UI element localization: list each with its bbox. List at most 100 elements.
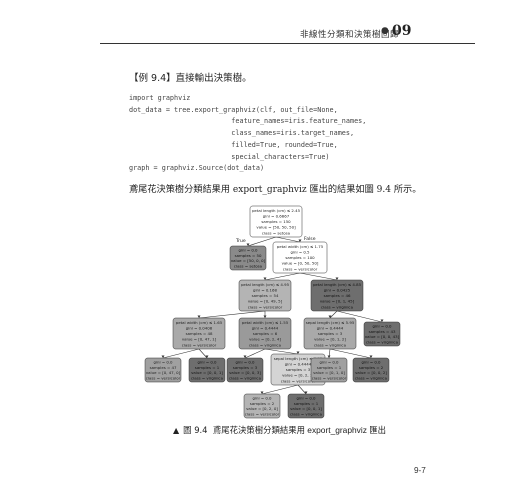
tree-edge-arrowhead xyxy=(328,315,332,318)
tree-node-box xyxy=(249,205,303,238)
tree-edge xyxy=(336,310,383,323)
tree-node-text: class = versicolor xyxy=(245,412,280,417)
caption-label: 圖 9.4 xyxy=(183,425,208,435)
example-bracket-close: 】 xyxy=(166,73,176,84)
tree-node-text: value = [0, 1, 45] xyxy=(320,299,355,304)
tree-node-text: samples = 1 xyxy=(317,365,342,370)
tree-node-box xyxy=(238,279,292,312)
tree-node-text: gini = 0.0 xyxy=(252,395,272,400)
tree-node-box xyxy=(144,357,182,383)
tree-node-text: gini = 0.0 xyxy=(235,359,255,364)
paragraph-latin: export_graphviz xyxy=(230,185,310,195)
tree-node-text: petal length (cm) ≤ 4.95 xyxy=(241,282,290,287)
paragraph-text-middle: 匯出的結果如圖 xyxy=(309,184,374,195)
tree-node-text: gini = 0.0 xyxy=(296,395,316,400)
body-paragraph: 鳶尾花決策樹分類結果用 export_graphviz 匯出的結果如圖 9.4 … xyxy=(129,181,421,195)
tree-node-box xyxy=(310,357,348,383)
code-line: graph = graphviz.Source(dot_data) xyxy=(129,164,265,173)
tree-node-text: class = versicolor xyxy=(146,376,181,381)
tree-node-text: value = [0, 0, 1] xyxy=(191,370,223,375)
tree-node-text: samples = 3 xyxy=(233,365,258,370)
tree-edge xyxy=(297,384,307,395)
tree-edge xyxy=(299,272,338,281)
tree-edge-arrowhead xyxy=(304,391,308,394)
caption-text-before: 鳶尾花決策樹分類結果用 xyxy=(212,425,305,435)
tree-edge xyxy=(329,348,372,359)
header-bullet: ● xyxy=(381,26,389,36)
tree-node-text: gini = 0.0408 xyxy=(186,326,213,331)
tree-edge xyxy=(261,384,299,395)
tree-edge xyxy=(244,348,266,359)
code-line: import graphviz xyxy=(129,94,191,102)
tree-node-text: gini = 0.6667 xyxy=(263,214,290,219)
example-label: 例 9.4 xyxy=(138,73,167,84)
tree-edge xyxy=(275,236,301,243)
tree-node-text: samples = 100 xyxy=(285,255,315,260)
tree-node-text: samples = 46 xyxy=(324,293,351,298)
header-rule xyxy=(100,43,475,44)
paragraph-text-before: 鳶尾花決策樹分類結果用 xyxy=(129,184,231,195)
tree-node-text: samples = 48 xyxy=(186,331,213,336)
caption-triangle-icon: ▲ xyxy=(173,426,180,435)
tree-node-box xyxy=(352,357,390,383)
tree-edge-arrowhead xyxy=(246,243,250,246)
chapter-number: 09 xyxy=(392,23,412,39)
code-line: dot_data = tree.export_graphviz(clf, out… xyxy=(129,105,338,114)
tree-edge-arrowhead xyxy=(205,355,209,358)
tree-node-text: gini = 0.0 xyxy=(319,359,339,364)
caption-text-after: 匯出 xyxy=(369,425,386,435)
tree-node-box xyxy=(310,279,364,312)
tree-node-text: samples = 47 xyxy=(150,365,177,370)
tree-edge-arrowhead xyxy=(263,277,267,280)
tree-node-text: value = [0, 47, 0] xyxy=(146,370,181,375)
tree-node-text: petal width (cm) ≤ 1.75 xyxy=(277,244,324,249)
tree-node-text: class = setosa xyxy=(262,230,291,235)
tree-node-text: class = virginica xyxy=(355,376,388,381)
tree-node-text: value = [0, 2, 1] xyxy=(282,373,314,378)
code-line: class_names=iris.target_names, xyxy=(129,129,355,138)
tree-node-text: gini = 0.168 xyxy=(253,288,277,293)
code-line: special_characters=True) xyxy=(129,152,330,161)
tree-edge xyxy=(247,236,277,247)
tree-node-text: sepal length (cm) ≤ 6.95 xyxy=(274,356,323,361)
tree-node-text: value = [0, 50, 50] xyxy=(282,261,319,266)
figure-caption: ▲圖 9.4 鳶尾花決策樹分類結果用 export_graphviz 匯出 xyxy=(173,424,386,436)
tree-edge-arrowhead xyxy=(263,315,267,318)
tree-node-text: value = [0, 0, 3] xyxy=(229,370,261,375)
tree-node-text: value = [0, 49, 5] xyxy=(248,299,283,304)
tree-edge xyxy=(198,348,208,359)
tree-node-box xyxy=(188,357,226,383)
tree-node-text: samples = 54 xyxy=(252,293,279,298)
example-text: 直接輸出決策樹。 xyxy=(175,73,252,84)
tree-node-text: class = virginica xyxy=(290,412,323,417)
example-heading: 【例 9.4】直接輸出決策樹。 xyxy=(129,70,252,84)
tree-node-box xyxy=(229,245,267,271)
page-number: 9-7 xyxy=(414,466,426,475)
tree-node-text: gini = 0.4444 xyxy=(252,326,279,331)
tree-edge-arrowhead xyxy=(296,351,300,354)
edge-label-false: False xyxy=(304,236,316,242)
tree-node-text: samples = 3 xyxy=(286,367,311,372)
tree-node-text: class = virginica xyxy=(314,342,347,347)
tree-node-text: class = versicolor xyxy=(281,378,316,383)
example-bracket-open: 【 xyxy=(129,73,139,84)
tree-node-box xyxy=(287,393,325,419)
tree-node-text: samples = 43 xyxy=(369,329,396,334)
tree-edge-arrowhead xyxy=(161,355,165,358)
tree-node-box xyxy=(238,317,292,350)
tree-node-text: gini = 0.0 xyxy=(361,359,381,364)
tree-node-text: class = virginica xyxy=(366,340,399,345)
tree-edge xyxy=(198,310,266,319)
paragraph-figref: 9.4 xyxy=(373,185,394,195)
tree-node-text: sepal length (cm) ≤ 5.95 xyxy=(306,320,355,325)
tree-node-text: value = [0, 2, 0] xyxy=(246,406,278,411)
